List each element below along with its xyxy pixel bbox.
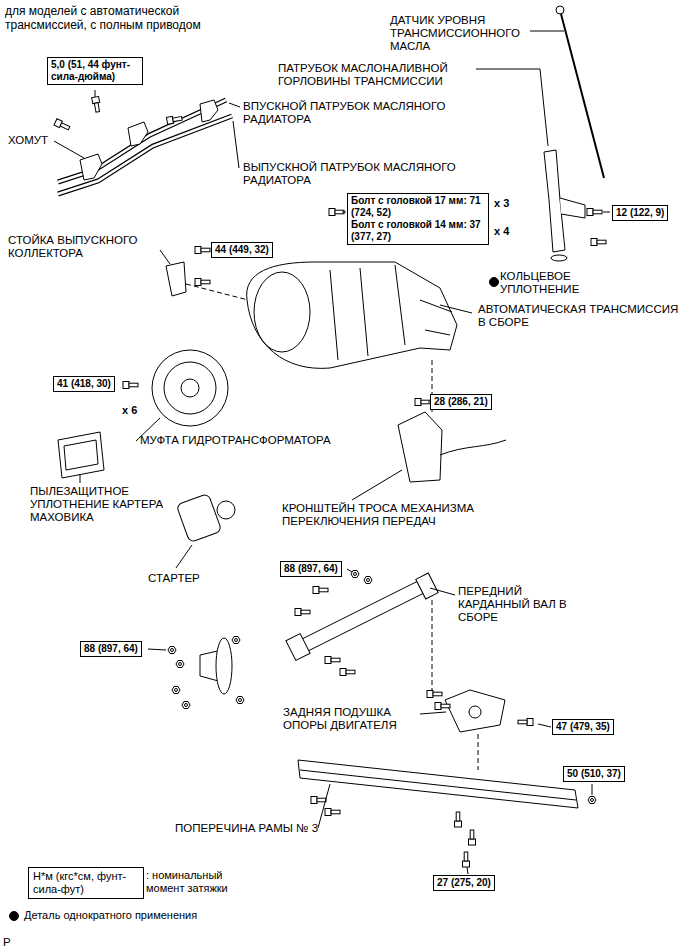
frame-crossmember [298,760,596,874]
torque-box: 27 (275, 20) [433,875,495,891]
torque-value: 47 (479, 35) [556,721,610,733]
part-label: ДАТЧИК УРОВНЯ ТРАНСМИССИОННОГО МАСЛА [390,14,530,53]
torque-value: 41 (418, 30) [57,378,111,390]
torque-value: 28 (286, 21) [434,396,488,408]
part-label: МУФТА ГИДРОТРАНСФОРМАТОРА [140,434,331,447]
part-label: ЗАДНЯЯ ПОДУШКА ОПОРЫ ДВИГАТЕЛЯ [283,706,423,732]
dipstick-and-filler-tube [476,6,610,261]
part-label: КОЛЬЦЕВОЕ УПЛОТНЕНИЕ [500,270,600,296]
torque-converter [123,350,228,441]
torque-value: 27 (275, 20) [437,877,491,889]
quantity-label: x 3 [494,197,509,210]
shift-cable-bracket [352,360,506,500]
torque-box: 12 (122, 9) [612,205,668,221]
part-label: ХОМУТ [8,134,48,147]
part-label: P [3,936,11,949]
torque-box: 88 (897, 64) [80,641,142,657]
torque-value: 12 (122, 9) [616,207,664,219]
oil-cooler-pipes [54,90,240,194]
part-label: СТАРТЕР [148,572,200,585]
torque-box: 41 (418, 30) [53,376,115,392]
torque-value: 5,0 (51, 44 фунт-сила-дюйма) [51,59,139,83]
legend-text: : номинальный момент затяжки [146,869,252,895]
quantity-label: x 4 [494,225,509,238]
part-label: ПОПЕРЕЧИНА РАМЫ № 3 [175,822,318,835]
part-label: ВЫПУСКНОЙ ПАТРУБОК МАСЛЯНОГО РАДИАТОРА [243,161,473,187]
torque-value: Болт с головкой 14 мм: 37 (377, 27) [351,219,485,243]
torque-value: 44 (449, 32) [215,244,269,256]
torque-box: 44 (449, 32) [211,242,273,258]
part-label: ПЫЛЕЗАЩИТНОЕ УПЛОТНЕНИЕ КАРТЕРА МАХОВИКА [30,485,190,524]
legend-text: Деталь однократного применения [24,909,197,922]
rear-flange [148,637,244,709]
note-heading: для моделей с автоматической трансмиссие… [5,4,233,32]
torque-value: 88 (897, 64) [284,563,338,575]
part-label: ПАТРУБОК МАСЛОНАЛИВНОЙ ГОРЛОВИНЫ ТРАНСМИ… [278,62,473,88]
part-label: СТОЙКА ВЫПУСКНОГО КОЛЛЕКТОРА [8,234,173,260]
torque-box: 50 (510, 37) [563,766,625,782]
torque-box: 88 (897, 64) [280,561,342,577]
part-label: АВТОМАТИЧЕСКАЯ ТРАНСМИССИЯ В СБОРЕ [478,303,683,329]
torque-box: 28 (286, 21) [430,394,492,410]
torque-box: 47 (479, 35) [552,719,614,735]
part-label: ПЕРЕДНИЙ КАРДАННЫЙ ВАЛ В СБОРЕ [458,585,588,624]
legend-torque-box: Н*м (кгс*см, фунт-сила-фут) [28,867,144,899]
legend-symbols [10,278,499,921]
dust-seal [58,432,104,483]
torque-value: 50 (510, 37) [567,768,621,780]
torque-value: Н*м (кгс*см, фунт-сила-фут) [33,870,139,896]
torque-value: Болт с головкой 17 мм: 71 (724, 52) [351,195,485,219]
starter [176,493,235,568]
torque-value: 88 (897, 64) [84,643,138,655]
torque-box: Болт с головкой 17 мм: 71 (724, 52)Болт … [347,193,489,245]
part-label: КРОНШТЕЙН ТРОСА МЕХАНИЗМА ПЕРЕКЛЮЧЕНИЯ П… [282,502,507,528]
rear-engine-mount [420,690,551,770]
part-label: ВПУСКНОЙ ПАТРУБОК МАСЛЯНОГО РАДИАТОРА [243,100,473,126]
front-propeller-shaft [286,569,455,690]
quantity-label: x 6 [122,404,137,417]
torque-box: 5,0 (51, 44 фунт-сила-дюйма) [47,57,143,85]
